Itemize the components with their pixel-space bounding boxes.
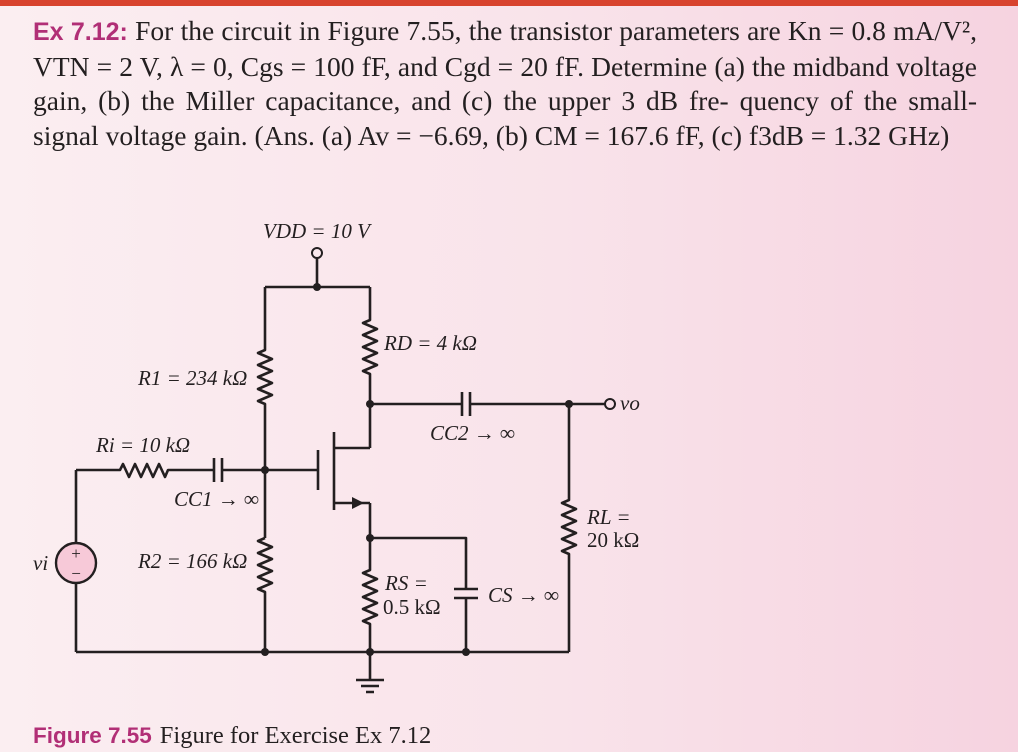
- mosfet-arrow: [352, 497, 364, 509]
- rs-resistor: [361, 538, 379, 652]
- ri-resistor: [76, 462, 214, 479]
- rl-label-2: 20 kΩ: [587, 528, 639, 552]
- vdd-label: VDD = 10 V: [263, 219, 372, 243]
- rd-label: RD = 4 kΩ: [383, 331, 477, 355]
- exercise-line-5: (c) f3dB = 1.32 GHz): [711, 119, 950, 151]
- figure-caption-text: Figure for Exercise Ex 7.12: [159, 722, 432, 749]
- junction-dot: [366, 534, 374, 542]
- wire: [370, 536, 468, 588]
- ground-icon: [356, 678, 384, 694]
- cc1-capacitor: [212, 458, 224, 482]
- exercise-line-1: For the circuit in Figure 7.55, the tran…: [135, 15, 781, 46]
- cs-capacitor: [454, 587, 478, 600]
- figure-label: Figure 7.55: [33, 723, 152, 748]
- exercise-line-3: (a) the midband voltage gain, (b) the Mi…: [33, 50, 978, 117]
- rd-resistor: [361, 287, 379, 448]
- vi-label: vi: [33, 551, 48, 575]
- exercise-label: Ex 7.12:: [33, 18, 128, 46]
- ri-label: Ri = 10 kΩ: [95, 433, 190, 457]
- vdd-terminal: [311, 247, 323, 259]
- cs-label: CS → ∞: [488, 583, 559, 607]
- junction-dot: [261, 466, 269, 474]
- cc1-label: CC1 → ∞: [174, 487, 259, 511]
- rl-label-1: RL =: [586, 505, 631, 529]
- junction-dot: [313, 283, 321, 291]
- junction-dot: [366, 648, 374, 656]
- cc2-label: CC2 → ∞: [430, 421, 515, 445]
- r1-resistor: [256, 287, 274, 538]
- exercise-line-4: quency of the small-signal voltage gain.…: [33, 85, 978, 151]
- exercise-text: Ex 7.12: For the circuit in Figure 7.55,…: [33, 14, 977, 153]
- r1-label: R1 = 234 kΩ: [137, 366, 247, 390]
- figure-caption: Figure 7.55 Figure for Exercise Ex 7.12: [33, 722, 431, 750]
- junction-dot: [565, 400, 573, 408]
- r2-label: R2 = 166 kΩ: [137, 549, 247, 573]
- junction-dot: [261, 648, 269, 656]
- voltage-source: [54, 541, 98, 585]
- r2-resistor: [256, 536, 274, 652]
- source-minus: −: [71, 564, 81, 583]
- vo-terminal: [604, 398, 616, 410]
- rs-label-1: RS =: [384, 571, 428, 595]
- vo-label: vo: [620, 391, 640, 415]
- top-accent-bar: [0, 0, 1018, 6]
- exercise-line-2: Kn = 0.8 mA/V², VTN = 2 V, λ = 0, Cgs = …: [33, 15, 977, 82]
- cc2-capacitor: [460, 392, 472, 416]
- rl-resistor: [560, 404, 578, 652]
- junction-dot: [366, 400, 374, 408]
- source-plus: +: [71, 544, 81, 563]
- junction-dot: [462, 648, 470, 656]
- rs-label-2: 0.5 kΩ: [383, 595, 441, 619]
